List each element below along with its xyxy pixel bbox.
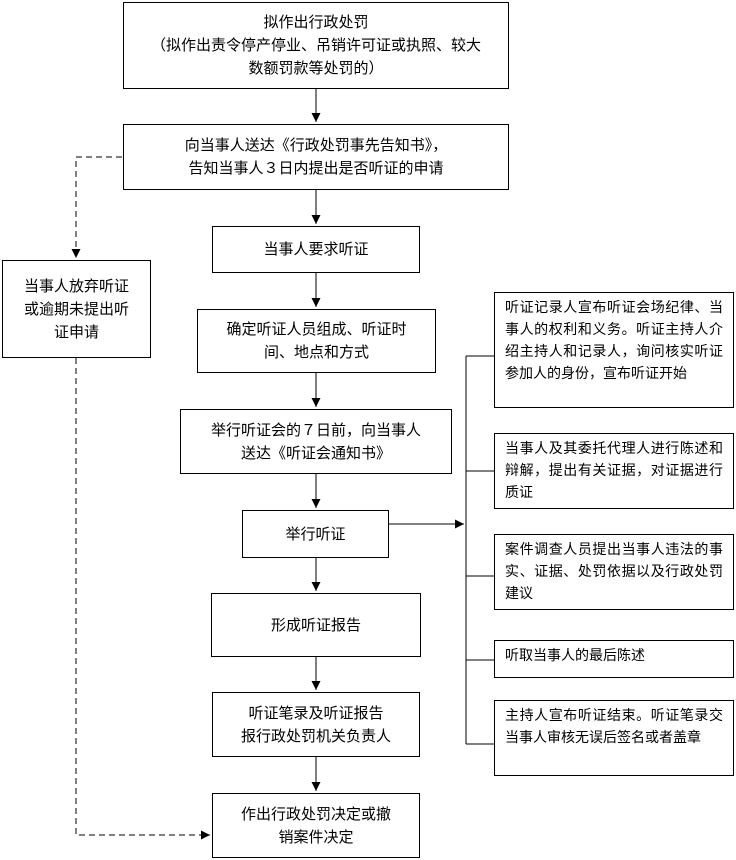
node-request-hearing: 当事人要求听证 (212, 226, 420, 273)
hearing-step-3: 案件调查人员提出当事人违法的事实、证据、处罚依据以及行政处罚建议 (494, 534, 734, 610)
node-notify-line1: 向当事人送达《行政处罚事先告知书》， (184, 136, 448, 154)
node-propose-penalty-line1: 拟作出行政处罚 (263, 13, 369, 31)
node-send-notice-line1: 举行听证会的７日前，向当事人 (210, 420, 421, 439)
node-waive: 当事人放弃听证 或逾期未提出听 证申请 (2, 260, 151, 358)
hearing-step-5: 主持人宣布听证结束。听证笔录交当事人审核无误后签名或者盖章 (494, 700, 734, 776)
node-propose-penalty-line2: （拟作出责令停产停业、吊销许可证或执照、较大 (150, 36, 481, 54)
node-submit-line1: 听证笔录及听证报告 (248, 703, 384, 722)
node-decision: 作出行政处罚决定或撤 销案件决定 (212, 793, 420, 858)
hearing-step-4: 听取当事人的最后陈述 (494, 640, 734, 678)
hearing-step-1: 听证记录人宣布听证会场纪律、当事人的权利和义务。听证主持人介绍主持人和记录人，询… (494, 292, 734, 408)
node-determine-line1: 确定听证人员组成、听证时 (226, 320, 407, 338)
node-determine-line2: 间、地点和方式 (263, 343, 369, 361)
node-decision-line1: 作出行政处罚决定或撤 (240, 804, 391, 823)
node-hold-hearing-line1: 举行听证 (285, 524, 346, 543)
node-report-line1: 形成听证报告 (270, 615, 361, 634)
node-notify: 向当事人送达《行政处罚事先告知书》， 告知当事人３日内提出是否听证的申请 (123, 124, 509, 190)
node-report: 形成听证报告 (211, 593, 421, 657)
node-determine: 确定听证人员组成、听证时 间、地点和方式 (197, 309, 436, 373)
node-waive-line1: 当事人放弃听证 (23, 276, 129, 295)
node-propose-penalty-line3: 数额罚款等处罚的） (248, 59, 384, 77)
node-request-hearing-line1: 当事人要求听证 (263, 240, 369, 258)
node-waive-line2: 或逾期未提出听 (23, 299, 129, 318)
node-hold-hearing: 举行听证 (242, 510, 389, 558)
node-decision-line2: 销案件决定 (278, 827, 354, 846)
node-notify-line2: 告知当事人３日内提出是否听证的申请 (188, 159, 444, 177)
hearing-step-2: 当事人及其委托代理人进行陈述和辩解，提出有关证据，对证据进行质证 (494, 433, 734, 509)
node-send-notice: 举行听证会的７日前，向当事人 送达《听证会通知书》 (180, 409, 452, 474)
node-submit: 听证笔录及听证报告 报行政处罚机关负责人 (212, 692, 420, 757)
node-propose-penalty: 拟作出行政处罚 （拟作出责令停产停业、吊销许可证或执照、较大 数额罚款等处罚的） (123, 2, 509, 89)
node-submit-line2: 报行政处罚机关负责人 (240, 726, 391, 745)
node-waive-line3: 证申请 (53, 322, 99, 341)
node-send-notice-line2: 送达《听证会通知书》 (240, 443, 391, 462)
dashed-notify-to-waive (71, 156, 122, 258)
